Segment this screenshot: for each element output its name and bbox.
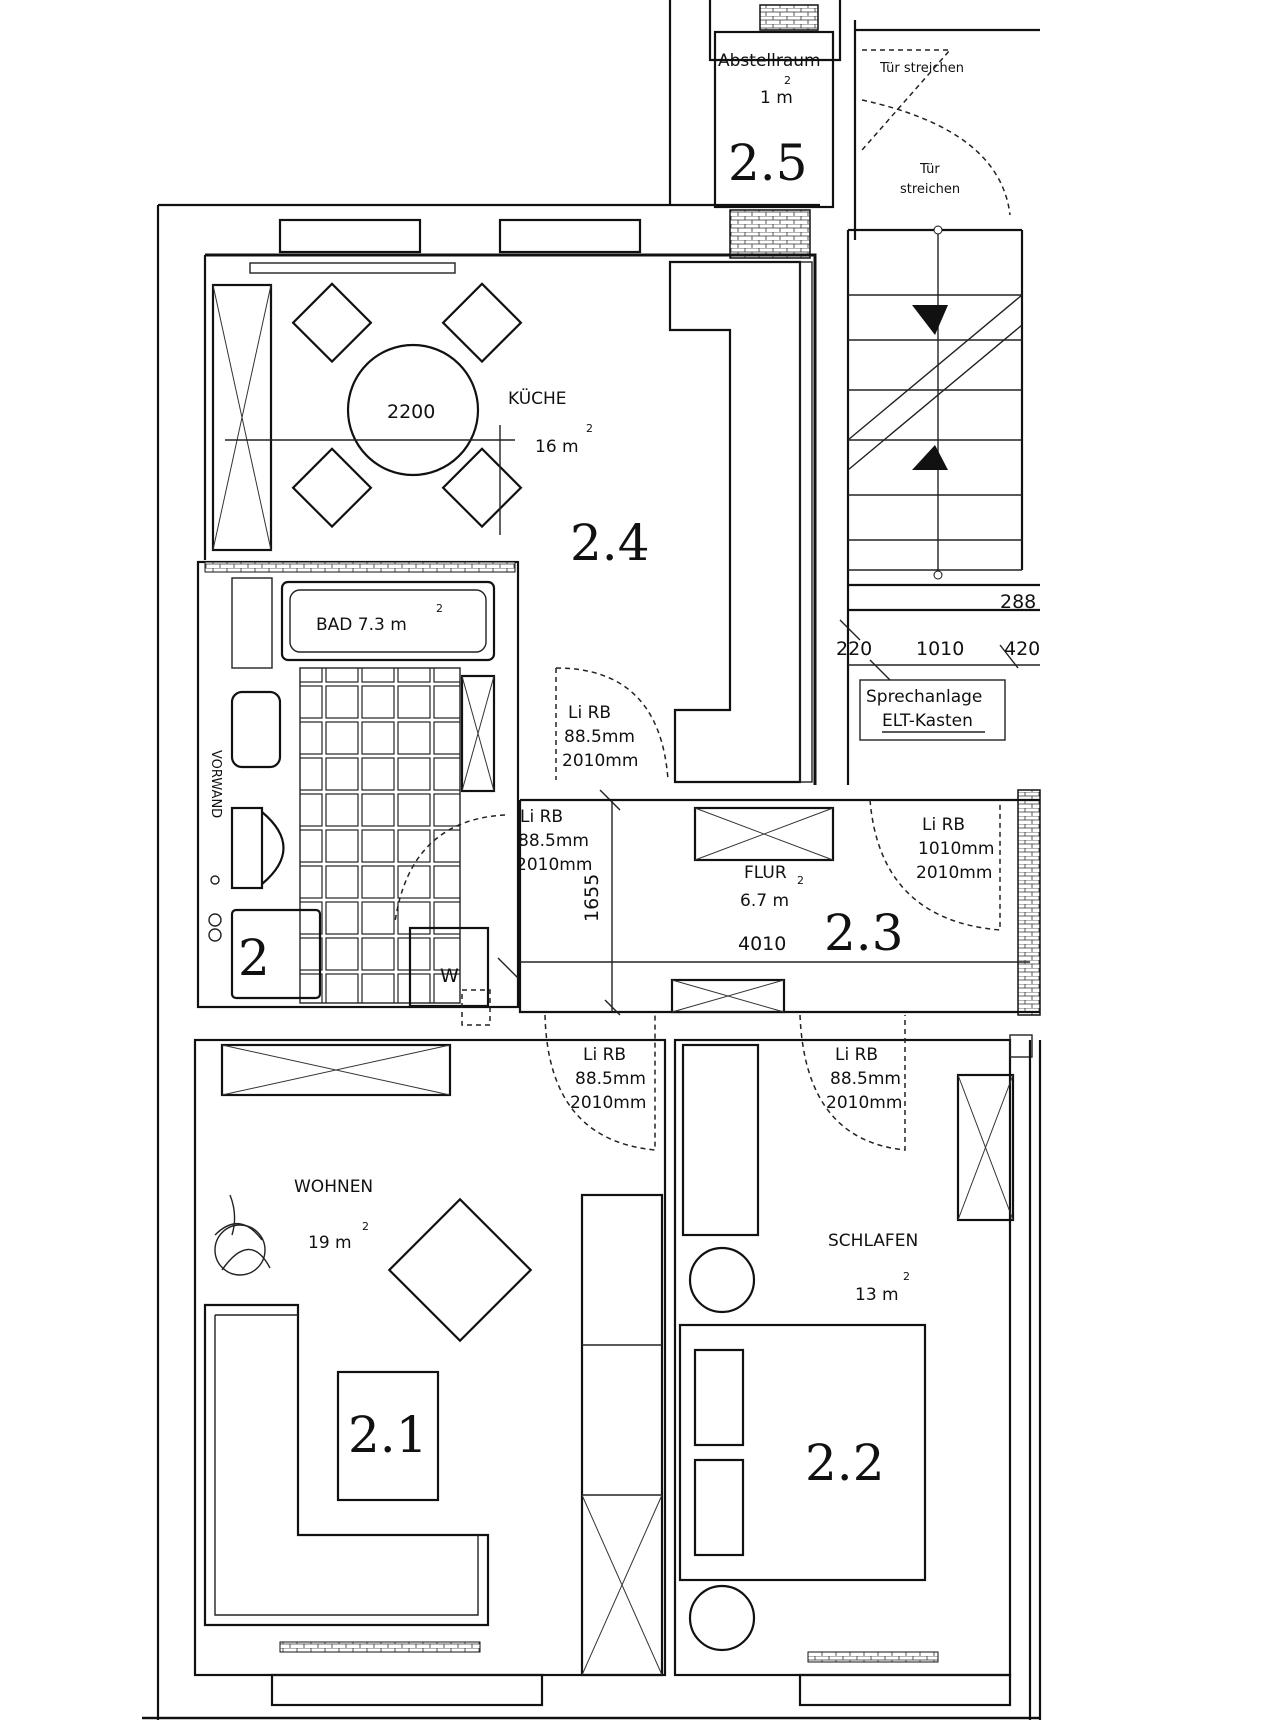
door-flur-line3: 2010mm: [916, 863, 992, 883]
staircase: [846, 225, 1040, 785]
flur-width: 1655: [581, 874, 603, 922]
kueche-name: KÜCHE: [508, 387, 567, 409]
sofa: [203, 1303, 490, 1627]
schlafen-area-sup: 2: [903, 1270, 910, 1283]
kueche-area: 16 m: [535, 437, 579, 457]
kueche-number: 2.4: [570, 514, 650, 572]
tuer-label: Tür: [919, 162, 940, 177]
coffee-table: [336, 1370, 440, 1502]
wardrobe: [681, 1043, 760, 1237]
door-schlafen-line3: 2010mm: [826, 1093, 902, 1113]
outer-walls: [142, 0, 1040, 1720]
kueche-area-sup: 2: [586, 422, 593, 435]
streichen-label: streichen: [900, 182, 960, 197]
bad-area-sup: 2: [436, 602, 443, 615]
abstellraum-number: 2.5: [728, 134, 808, 192]
bathtub: [280, 580, 496, 662]
shower: [230, 908, 322, 1000]
washer-label: W: [440, 965, 459, 987]
chair-2: [441, 282, 523, 364]
shelf-unit: [580, 1193, 664, 1677]
flur-area: 6.7 m: [740, 891, 789, 911]
room-flur: 1655 FLUR 6.7 m 2 4010 2.3: [518, 798, 1040, 1016]
dim-420: 420: [1004, 638, 1040, 660]
bad-tiles: [300, 668, 460, 1003]
flur-area-sup: 2: [797, 874, 804, 887]
room-kueche: 2200 KÜCHE 16 m 2 2.4: [203, 253, 817, 785]
schlafen-number: 2.2: [805, 1434, 885, 1492]
dimensions-stair: 288 220 1010 420 Sprechanlage ELT-Kasten: [836, 591, 1040, 741]
window-schlafen: [798, 1673, 1012, 1707]
dim-1010: 1010: [916, 638, 964, 660]
flur-length: 4010: [738, 933, 786, 955]
wohnen-name: WOHNEN: [294, 1177, 373, 1197]
room-wohnen: 2.1 WOHNEN 19 m 2: [193, 1038, 667, 1677]
sprechanlage-label: Sprechanlage: [866, 687, 982, 707]
door-kueche-line2: 88.5mm: [564, 727, 635, 747]
bed: [678, 1323, 927, 1582]
wohnen-area: 19 m: [308, 1233, 352, 1253]
door-wohnen-line1: Li RB: [583, 1045, 626, 1065]
tuer-streichen-top: Tür streichen: [879, 61, 964, 76]
washing-machine: [408, 926, 490, 1008]
flur-name: FLUR: [744, 863, 787, 883]
nightstand-bottom: [688, 1584, 756, 1652]
flur-number: 2.3: [824, 904, 904, 962]
chair-3: [291, 447, 373, 529]
door-bad-line2: 88.5mm: [518, 831, 589, 851]
armchair: [387, 1197, 533, 1343]
door-bad: Li RB 88.5mm 2010mm: [394, 807, 592, 979]
window-kueche-1: [278, 218, 422, 254]
kueche-table-size: 2200: [387, 401, 435, 423]
door-kueche-line3: 2010mm: [562, 751, 638, 771]
bad-name: BAD 7.3 m: [316, 615, 407, 635]
abstellraum-area: 1 m: [760, 88, 793, 108]
bad-vorwand-note: VORWAND: [208, 750, 223, 818]
dim-288: 288: [1000, 591, 1036, 613]
room-abstellraum: Abstellraum 1 m 2 2.5: [713, 30, 835, 209]
door-schlafen-line1: Li RB: [835, 1045, 878, 1065]
chair-1: [291, 282, 373, 364]
door-kueche: Li RB 88.5mm 2010mm: [555, 667, 669, 811]
door-schlafen: Li RB 88.5mm 2010mm: [799, 1014, 906, 1151]
door-kueche-line1: Li RB: [568, 703, 611, 723]
window-kueche-2: [498, 218, 642, 254]
door-bad-line1: Li RB: [520, 807, 563, 827]
wohnen-number: 2.1: [348, 1406, 428, 1464]
schlafen-name: SCHLAFEN: [828, 1231, 918, 1251]
washbasin: [230, 690, 282, 769]
chair-4: [441, 447, 523, 529]
room-schlafen: 2.2 SCHLAFEN 13 m 2: [673, 1034, 1033, 1677]
brick-chimneys: [729, 4, 1041, 1016]
door-flur-line1: Li RB: [922, 815, 965, 835]
door-flur-entrance: Li RB 1010mm 2010mm: [869, 799, 1001, 931]
wohnen-area-sup: 2: [362, 1220, 369, 1233]
abstellraum-area-sup: 2: [784, 74, 791, 87]
door-wohnen-line2: 88.5mm: [575, 1069, 646, 1089]
door-schlafen-line2: 88.5mm: [830, 1069, 901, 1089]
kueche-table: [346, 343, 480, 477]
room-bad: BAD 7.3 m 2 VORWAND 2 W: [196, 560, 520, 1026]
dim-220: 220: [836, 638, 872, 660]
schlafen-area: 13 m: [855, 1285, 899, 1305]
nightstand-top: [688, 1246, 756, 1314]
door-abstellraum-swing: Tür streichen Tür streichen: [861, 49, 1011, 216]
abstellraum-name: Abstellraum: [718, 51, 821, 71]
door-wohnen: Li RB 88.5mm 2010mm: [544, 1014, 656, 1151]
window-wohnen: [270, 1673, 544, 1707]
door-bad-line3: 2010mm: [516, 855, 592, 875]
bad-number: 2: [238, 929, 270, 987]
elt-kasten-label: ELT-Kasten: [882, 711, 973, 731]
door-wohnen-line3: 2010mm: [570, 1093, 646, 1113]
plant-icon: [214, 1194, 271, 1276]
door-flur-line2: 1010mm: [918, 839, 994, 859]
